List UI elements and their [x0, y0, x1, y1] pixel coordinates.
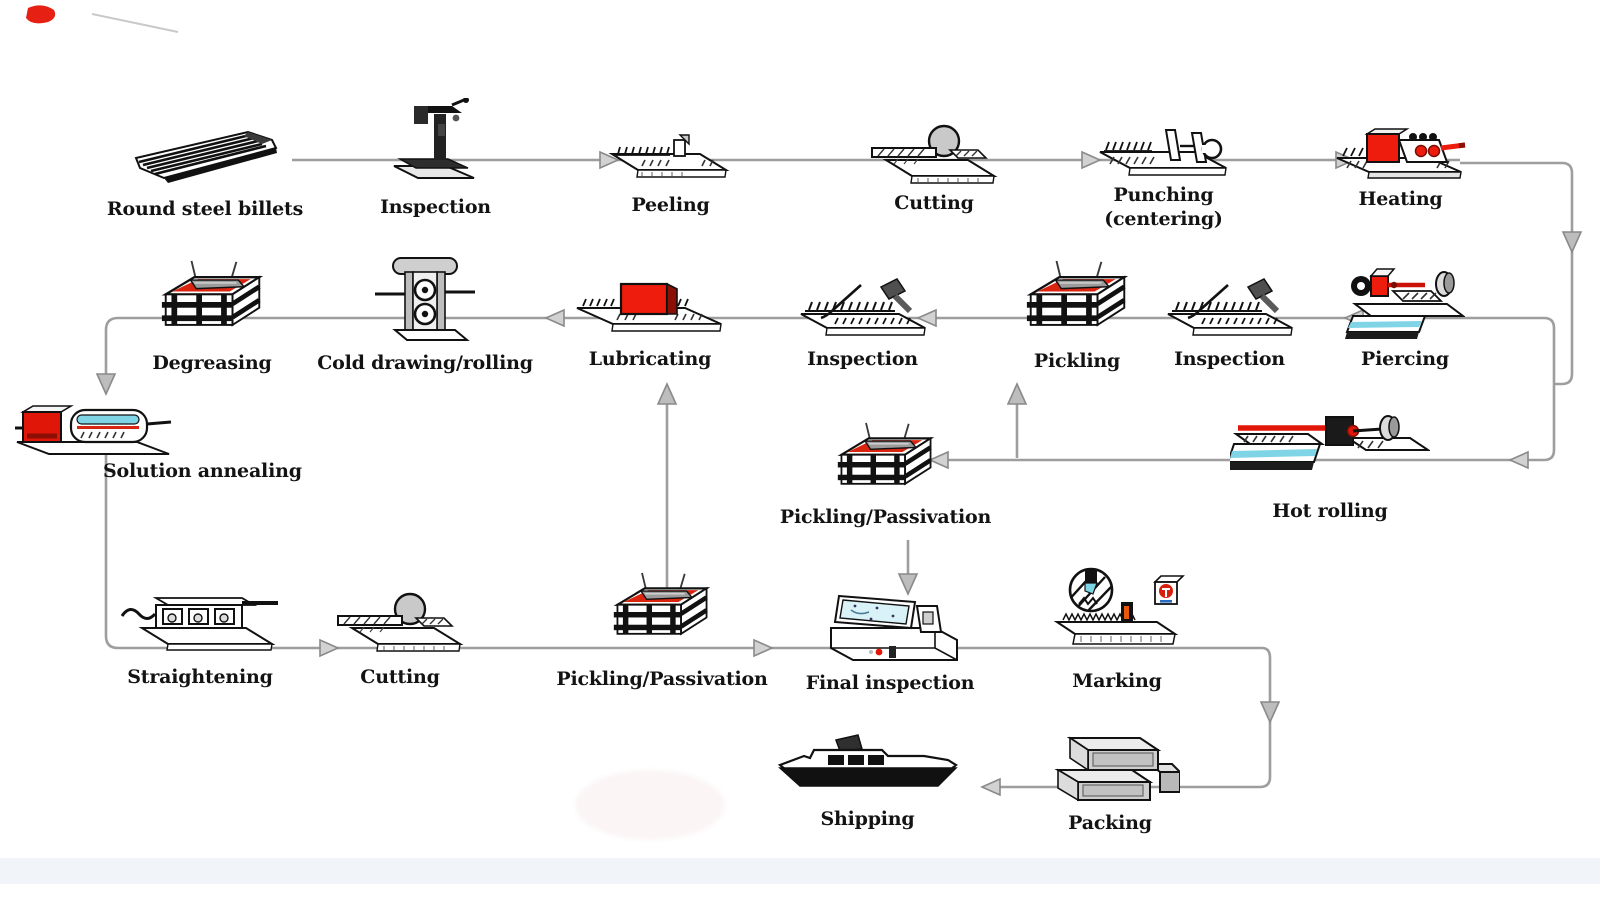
billets-icon [134, 130, 278, 183]
node-degreasing: Degreasing [152, 258, 272, 376]
node-label: Cold drawing/rolling [317, 352, 533, 374]
node-punching: Punching (centering) [1096, 122, 1231, 232]
node-inspection-2: Inspection [1162, 278, 1297, 372]
node-label: Solution annealing [103, 460, 302, 482]
node-cutting-2: Cutting [336, 588, 464, 690]
node-label: Packing [1068, 812, 1152, 834]
inspection-machine-icon [393, 98, 475, 179]
cutting-machine-icon [336, 588, 464, 654]
node-lubricating: Lubricating [575, 274, 725, 372]
node-cutting-1: Cutting [870, 120, 998, 216]
node-final-inspection: Final inspection [806, 586, 975, 696]
node-piercing: Piercing [1345, 264, 1465, 372]
node-inspection-1: Inspection [380, 98, 491, 220]
degreasing-basket-icon [160, 258, 265, 346]
background-smudge [575, 770, 725, 840]
node-label: Lubricating [588, 348, 712, 370]
node-label: Inspection [380, 196, 491, 218]
node-straightening: Straightening [120, 590, 280, 690]
hot-rolling-machine-icon [1230, 415, 1430, 470]
node-label: Final inspection [805, 672, 975, 694]
cutting-machine-icon [870, 120, 998, 186]
packing-boxes-icon [1054, 736, 1180, 802]
node-solution-annealing: Solution annealing [15, 398, 355, 484]
node-label: Hot rolling [1272, 500, 1388, 522]
pickling-passivation-basket-icon [836, 420, 936, 504]
node-round-steel-billets: Round steel billets [107, 126, 303, 222]
node-label: Punching [1113, 184, 1214, 206]
stray-marks [26, 5, 179, 33]
inspection-rack-icon [795, 278, 930, 342]
pickling-basket-icon [1025, 258, 1130, 346]
inspection-rack-icon [1162, 278, 1297, 342]
node-label: Heating [1358, 188, 1443, 210]
pickling-passivation-basket-icon [612, 570, 712, 654]
ship-icon [777, 734, 958, 787]
node-label: Piercing [1361, 348, 1449, 370]
node-label: Cutting [360, 666, 440, 688]
node-inspection-3: Inspection [795, 278, 930, 372]
node-pickling: Pickling [1022, 258, 1132, 374]
node-sublabel: (centering) [1104, 207, 1223, 230]
node-packing: Packing [1040, 726, 1180, 836]
node-label: Cutting [894, 192, 974, 214]
node-cold-drawing: Cold drawing/rolling [317, 256, 533, 376]
node-label: Marking [1072, 670, 1162, 692]
piercing-machine-icon [1345, 268, 1465, 339]
straightening-machine-icon [120, 597, 278, 651]
heating-machine-icon [1336, 128, 1466, 179]
node-hot-rolling: Hot rolling [1230, 404, 1430, 524]
node-label: Round steel billets [106, 198, 304, 220]
node-label: Pickling/Passivation [779, 506, 992, 528]
node-label: Peeling [631, 194, 710, 216]
solution-annealing-machine-icon [15, 405, 172, 455]
final-inspection-machine-icon [830, 594, 958, 661]
background-band [0, 858, 1600, 884]
node-label: Inspection [1174, 348, 1285, 370]
node-peeling: Peeling [608, 128, 733, 218]
node-label: Shipping [820, 808, 915, 830]
node-heating: Heating [1333, 124, 1468, 212]
peeling-machine-icon [608, 134, 730, 178]
node-label: Pickling [1033, 350, 1121, 372]
node-label: Pickling/Passivation [556, 668, 768, 690]
node-label: Straightening [127, 666, 273, 688]
node-shipping: Shipping [770, 728, 965, 832]
node-label: Inspection [807, 348, 918, 370]
cold-drawing-machine-icon [375, 257, 475, 341]
punching-machine-icon [1099, 129, 1227, 176]
node-pickling-passivation-mid: Pickling/Passivation [780, 420, 991, 530]
node-marking: Marking [1047, 564, 1187, 694]
marking-machine-icon [1053, 567, 1185, 645]
node-label: Degreasing [152, 352, 272, 374]
lubricating-machine-icon [576, 282, 722, 332]
node-pickling-passivation-bottom: Pickling/Passivation [556, 570, 768, 692]
